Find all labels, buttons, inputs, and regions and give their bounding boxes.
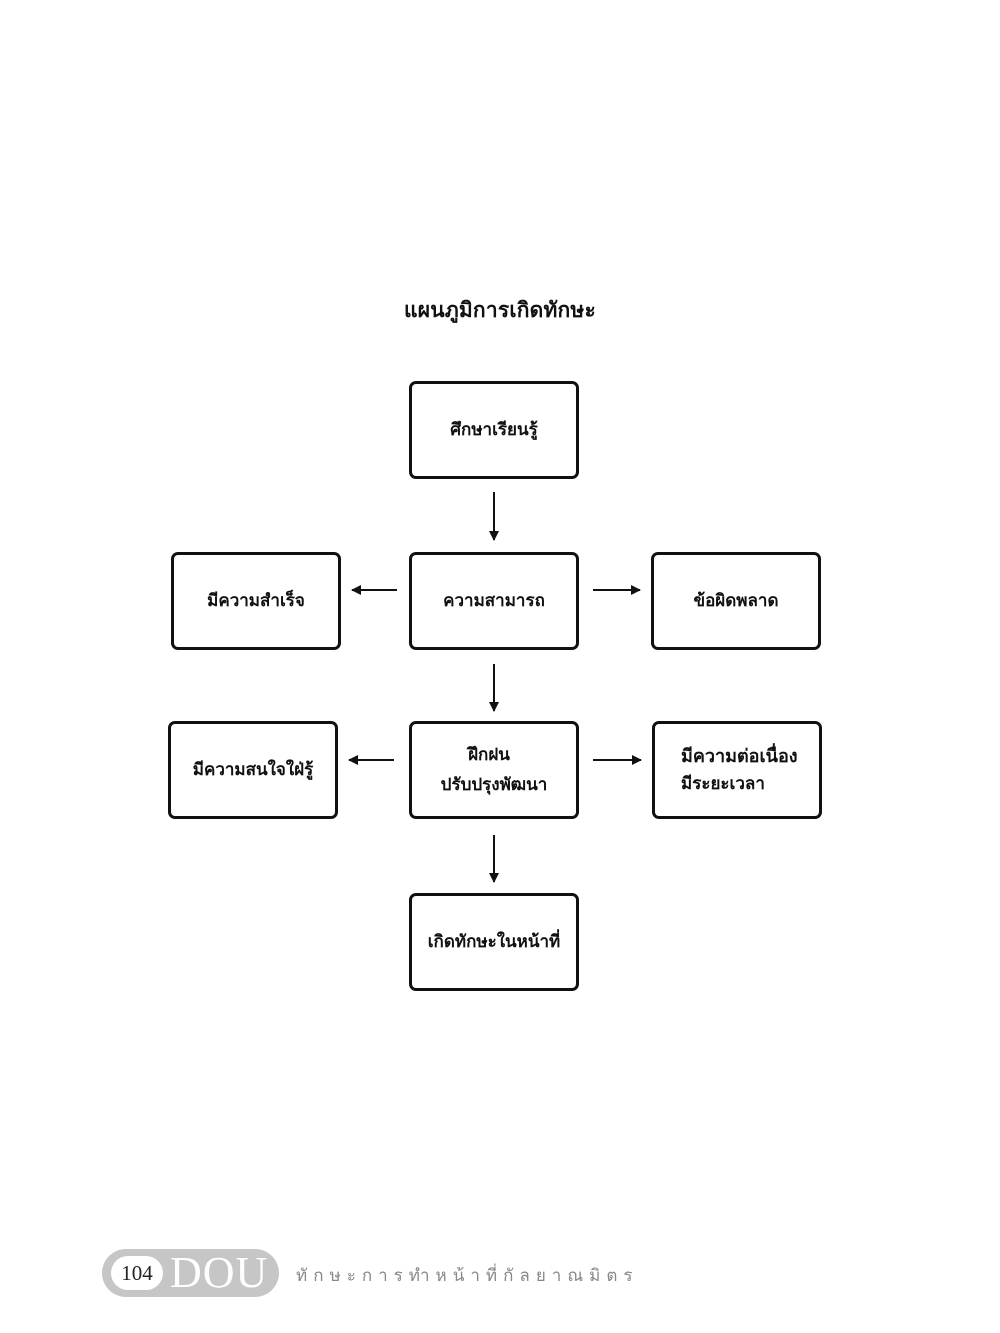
- page-number: 104: [111, 1256, 163, 1290]
- node-practice: ฝึกฝน ปรับปรุงพัฒนา: [409, 721, 579, 819]
- node-success: มีความสำเร็จ: [171, 552, 341, 650]
- node-continuity-label-line2: มีระยะเวลา: [681, 774, 765, 794]
- brand-logo-text: DOU: [170, 1248, 269, 1297]
- node-skill: เกิดทักษะในหน้าที่: [409, 893, 579, 991]
- node-success-label: มีความสำเร็จ: [207, 591, 305, 611]
- node-ability-label: ความสามารถ: [443, 591, 545, 611]
- node-study-label: ศึกษาเรียนรู้: [450, 420, 538, 440]
- diagram-title: แผนภูมิการเกิดทักษะ: [404, 298, 596, 322]
- running-title: ทักษะการทำหน้าที่กัลยาณมิตร: [296, 1266, 639, 1286]
- node-practice-label-line1: ฝึกฝน: [468, 745, 510, 765]
- node-practice-label-line2: ปรับปรุงพัฒนา: [440, 775, 548, 795]
- node-eager-label: มีความสนใจใฝ่รู้: [192, 760, 314, 780]
- node-mistake: ข้อผิดพลาด: [651, 552, 821, 650]
- node-continuity: มีความต่อเนื่อง มีระยะเวลา: [652, 721, 822, 819]
- node-eager: มีความสนใจใฝ่รู้: [168, 721, 338, 819]
- node-continuity-label-line1: มีความต่อเนื่อง: [681, 746, 798, 767]
- node-study: ศึกษาเรียนรู้: [409, 381, 579, 479]
- node-ability: ความสามารถ: [409, 552, 579, 650]
- node-mistake-label: ข้อผิดพลาด: [693, 591, 779, 611]
- node-skill-label: เกิดทักษะในหน้าที่: [427, 932, 561, 952]
